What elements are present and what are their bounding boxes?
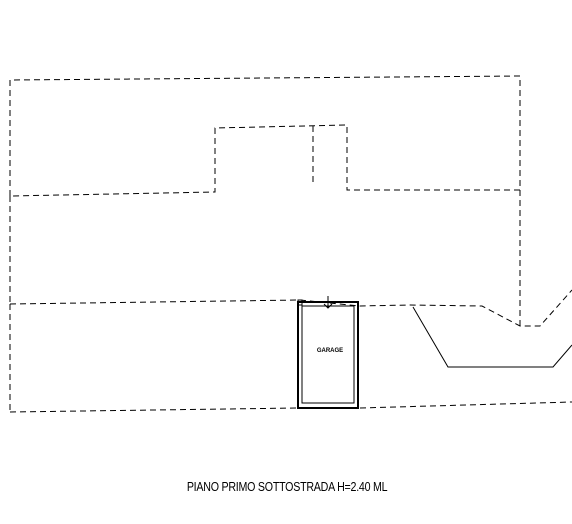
lower-level-outline — [9, 304, 572, 413]
garage-wall — [297, 301, 359, 409]
upper-building-outline — [9, 75, 521, 197]
middle-floor-line — [9, 289, 572, 327]
garage-door-post — [297, 299, 303, 306]
garage-room: GARAGE — [297, 296, 359, 409]
garage-label: GARAGE — [317, 348, 343, 354]
garage-inner-wall — [301, 305, 355, 404]
plan-caption: PIANO PRIMO SOTTOSTRADA H=2.40 ML — [186, 479, 388, 494]
lower-floor-line — [9, 407, 299, 413]
entrance-arrow-icon — [323, 296, 333, 309]
outline-main — [9, 75, 521, 197]
ramp-outline — [412, 306, 572, 368]
middle-level-outline — [9, 190, 572, 327]
